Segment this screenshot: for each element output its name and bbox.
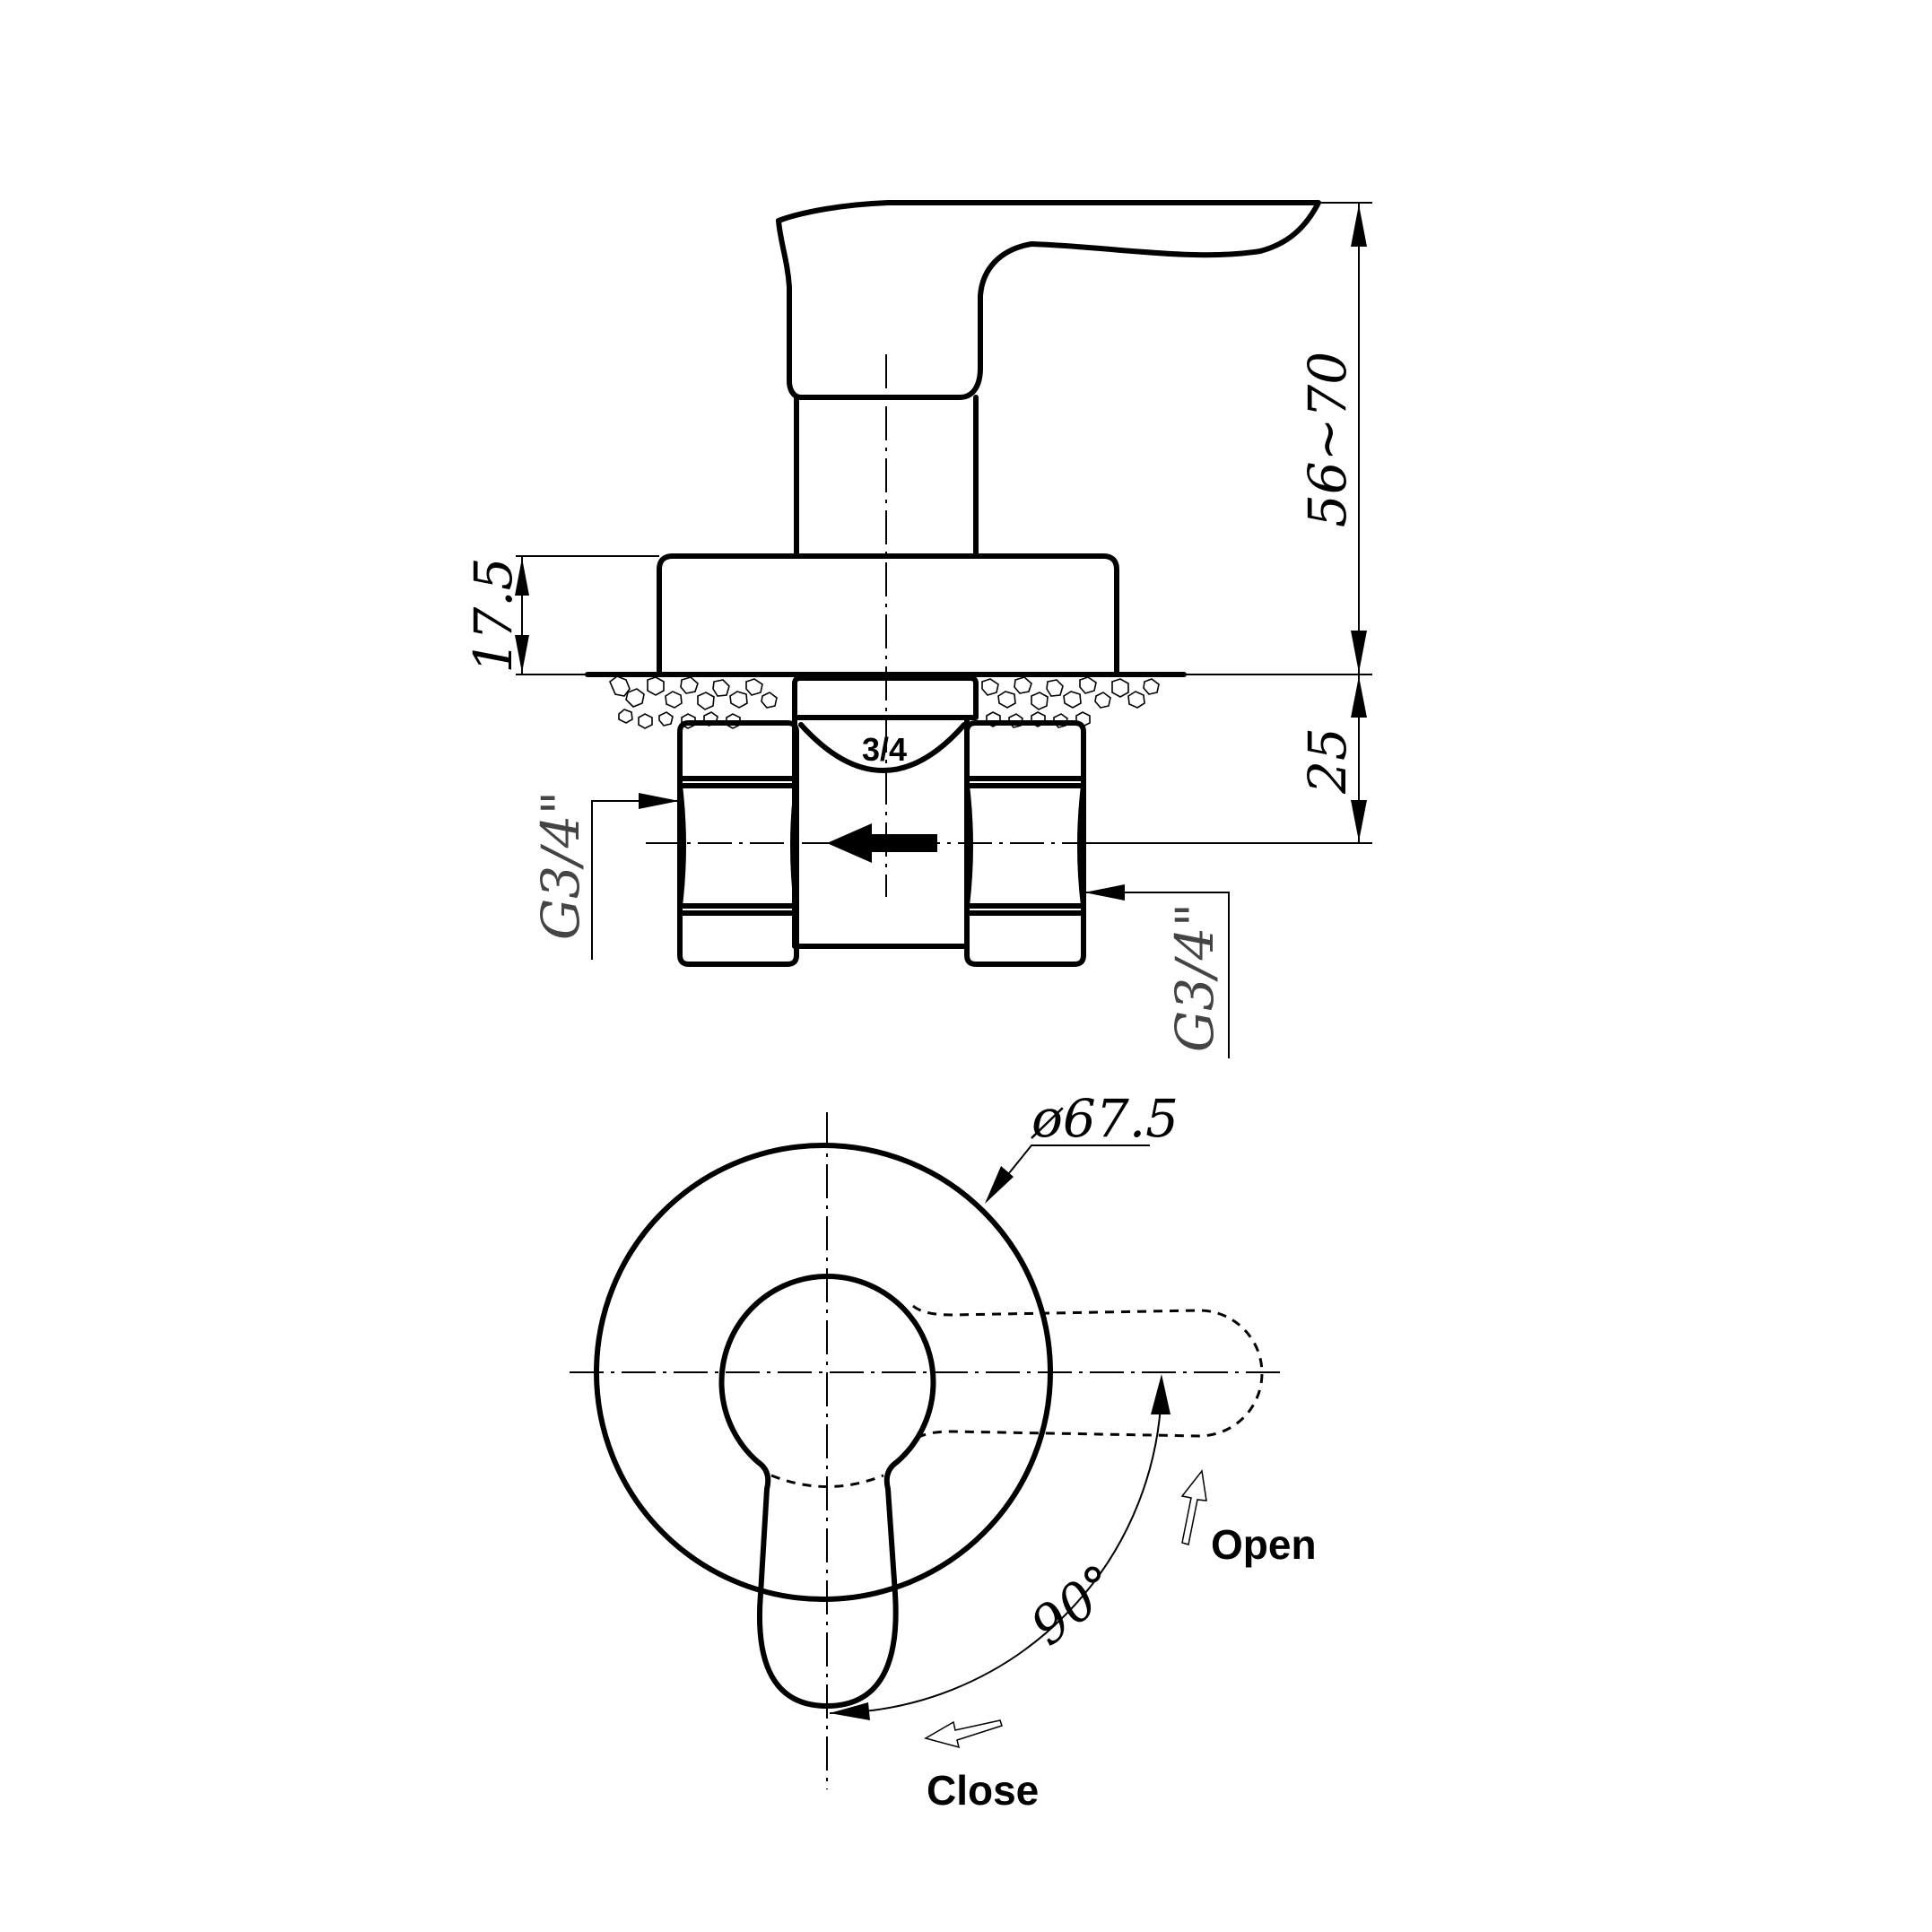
close-label: Close xyxy=(927,1767,1039,1814)
dim-flange-height: 17.5 xyxy=(463,555,659,675)
dim-flange-height-text: 17.5 xyxy=(463,557,524,673)
front-view: ø67.5 90° Open Close xyxy=(570,1088,1317,1814)
lever-open-phantom xyxy=(912,1304,1264,1442)
dim-plate-diameter-text: ø67.5 xyxy=(1031,1088,1179,1149)
right-hex-nut xyxy=(964,720,1086,967)
dim-handle-height-text: 56~70 xyxy=(1297,352,1358,527)
body-arc xyxy=(798,722,967,773)
body-size-label: 3/4 xyxy=(862,731,907,768)
dim-thread-left-text: G3/4" xyxy=(530,791,591,940)
dim-handle-height: 56~70 xyxy=(1297,202,1372,674)
close-arrow-icon xyxy=(924,1719,1003,1749)
cartridge-collar xyxy=(792,675,979,720)
dim-thread-right: G3/4" xyxy=(1083,884,1230,1058)
open-arrow-icon xyxy=(1180,1469,1207,1545)
dim-inlet-depth: 25 xyxy=(1090,674,1372,844)
dim-thread-right-text: G3/4" xyxy=(1164,903,1225,1052)
dim-thread-left: G3/4" xyxy=(530,791,680,960)
lever-closed xyxy=(718,1274,936,1709)
flow-direction-arrow xyxy=(827,823,937,863)
lever-handle xyxy=(776,200,1321,400)
dim-plate-diameter: ø67.5 xyxy=(985,1088,1179,1204)
left-hex-nut xyxy=(677,720,799,967)
dim-inlet-depth-text: 25 xyxy=(1297,727,1358,795)
side-view: 3/4 56~70 25 17.5 xyxy=(463,200,1372,1058)
valve-stem xyxy=(794,395,979,557)
rotation-arc: 90° xyxy=(829,1374,1171,1720)
open-label: Open xyxy=(1211,1521,1317,1568)
cover-flange xyxy=(657,553,1119,675)
